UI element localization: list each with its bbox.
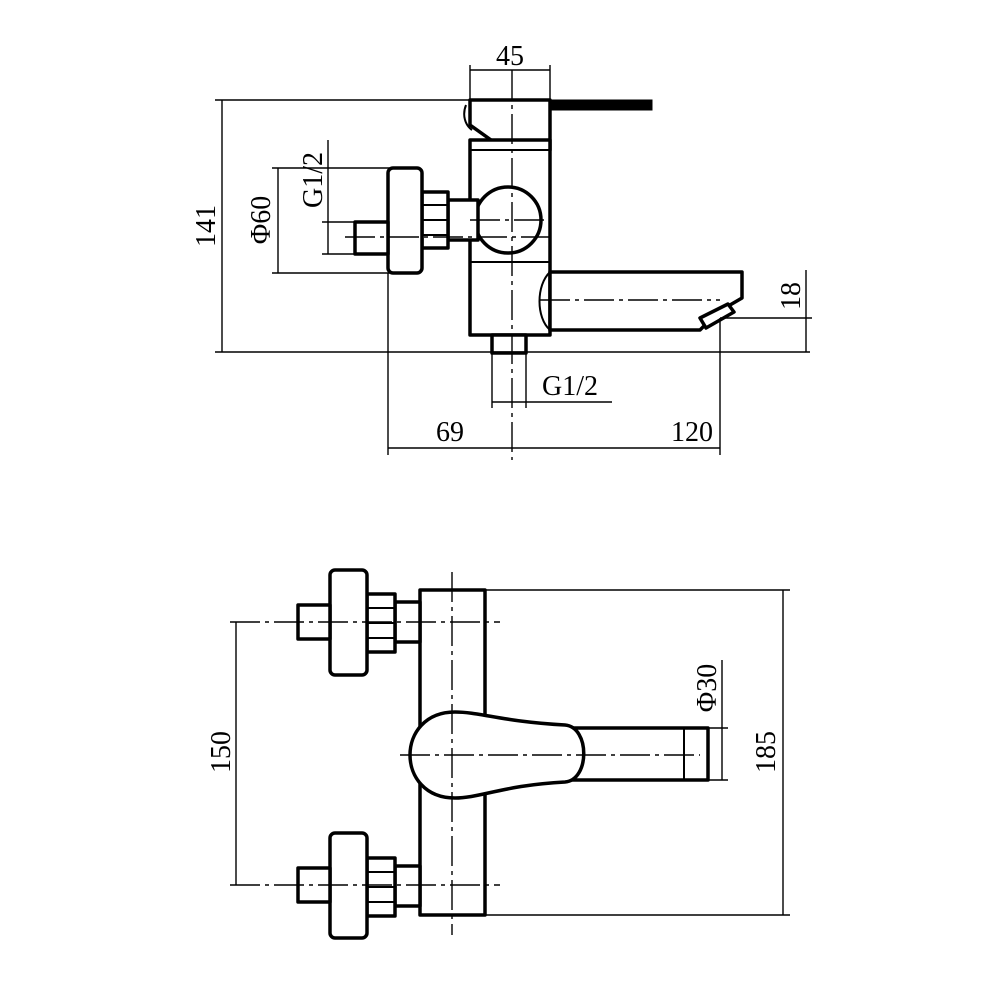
wall-flange (386, 166, 424, 275)
dim-phi30-label: Φ30 (692, 664, 723, 712)
handle-cap-notch (463, 104, 473, 131)
lever-handle (547, 99, 653, 111)
dim-69-label: 69 (436, 417, 464, 448)
top-lower-pipe (393, 864, 422, 908)
dim-g12-outlet-label: G1/2 (542, 371, 598, 402)
top-view: 150 185 Φ30 (206, 568, 790, 940)
dim-18-label: 18 (776, 282, 807, 310)
side-view: 45 141 Φ60 G1/2 18 G1/2 69 120 (191, 41, 812, 460)
dim-185-label: 185 (751, 731, 782, 773)
dim-141-label: 141 (191, 205, 222, 247)
spout-aerator (698, 302, 736, 330)
dim-150-label: 150 (206, 731, 237, 773)
dim-g12-inlet-label: G1/2 (298, 152, 329, 208)
spout-joint (538, 271, 551, 331)
bottom-outlet (490, 333, 528, 355)
eccentric-inlet (353, 220, 390, 256)
dim-45-label: 45 (496, 41, 524, 72)
dim-120-label: 120 (671, 417, 713, 448)
dim-phi60-label: Φ60 (246, 196, 277, 244)
